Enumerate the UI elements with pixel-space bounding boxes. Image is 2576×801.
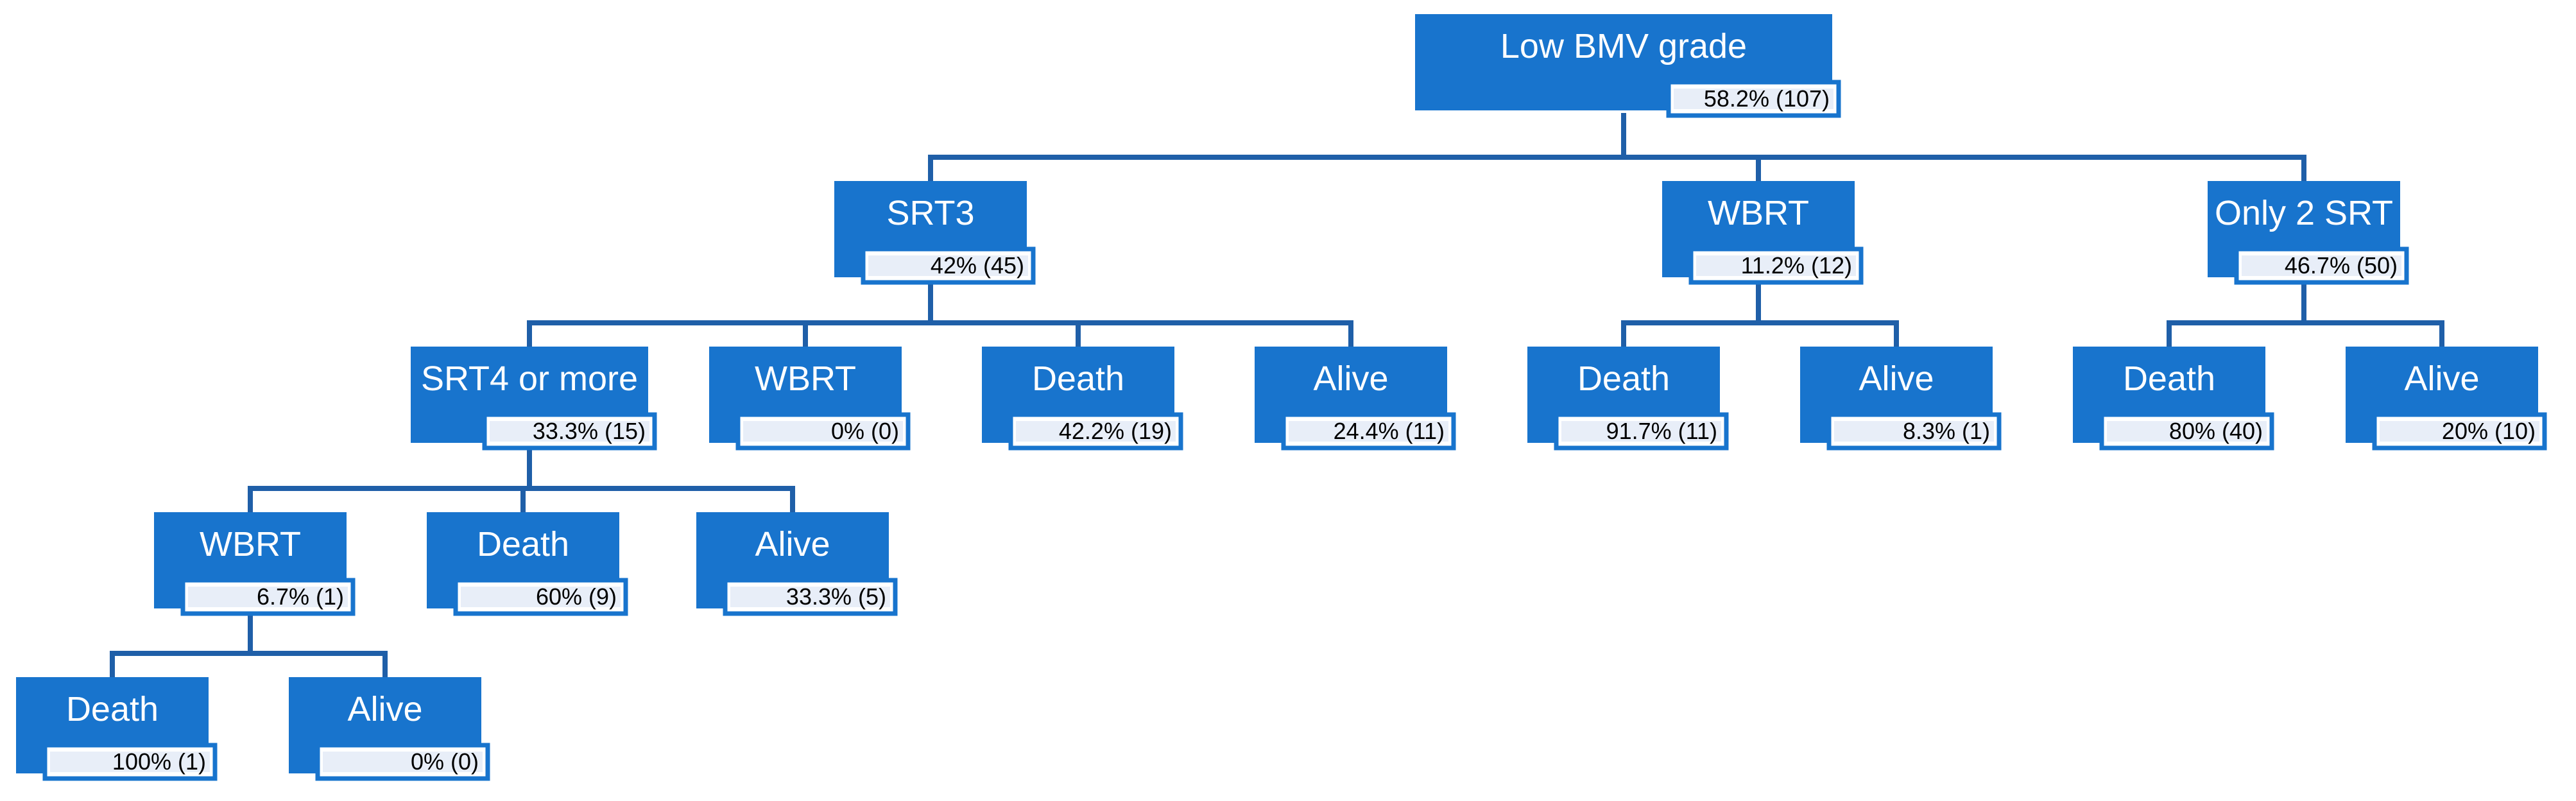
value-badge-fill bbox=[1674, 89, 1833, 109]
value-badge-fill bbox=[743, 421, 903, 442]
value-badge-fill bbox=[323, 752, 483, 772]
value-badge-fill bbox=[1289, 421, 1448, 442]
value-badge-fill bbox=[1561, 421, 1721, 442]
value-badge-fill bbox=[2242, 255, 2401, 276]
tree-node: Death 60% (9) bbox=[427, 512, 628, 616]
node-value: 58.2% (107) bbox=[1704, 85, 1830, 112]
node-label: WBRT bbox=[200, 525, 301, 564]
node-label: Only 2 SRT bbox=[2215, 194, 2393, 232]
value-badge-fill bbox=[1696, 255, 1856, 276]
node-label: Low BMV grade bbox=[1500, 27, 1747, 65]
node-value: 0% (0) bbox=[411, 748, 479, 775]
tree-node: Alive 20% (10) bbox=[2346, 347, 2547, 451]
node-label: WBRT bbox=[1708, 194, 1809, 232]
node-label: Alive bbox=[2404, 359, 2479, 398]
value-badge-fill bbox=[2107, 421, 2267, 442]
node-label: Alive bbox=[1859, 359, 1934, 398]
node-value: 24.4% (11) bbox=[1334, 418, 1445, 444]
node-value: 91.7% (11) bbox=[1606, 418, 1717, 444]
tree-node: Death 91.7% (11) bbox=[1527, 347, 1729, 451]
tree-node: Alive 24.4% (11) bbox=[1255, 347, 1456, 451]
value-badge-fill bbox=[2380, 421, 2539, 442]
node-label: SRT4 or more bbox=[421, 359, 638, 398]
value-badge-fill bbox=[1834, 421, 1994, 442]
node-label: Alive bbox=[347, 690, 422, 728]
connectors bbox=[110, 113, 2444, 680]
node-value: 11.2% (12) bbox=[1741, 252, 1852, 279]
tree-node: Alive 8.3% (1) bbox=[1800, 347, 2002, 451]
node-value: 42.2% (19) bbox=[1059, 418, 1172, 444]
tree-node: Only 2 SRT 46.7% (50) bbox=[2208, 181, 2409, 285]
node-value: 33.3% (15) bbox=[533, 418, 646, 444]
value-badge-fill bbox=[188, 587, 348, 607]
tree-node: Death 100% (1) bbox=[16, 677, 218, 781]
tree-node: Low BMV grade 58.2% (107) bbox=[1415, 14, 1841, 118]
node-label: Alive bbox=[755, 525, 830, 564]
node-label: Death bbox=[1577, 359, 1670, 398]
tree-node: SRT4 or more 33.3% (15) bbox=[411, 347, 657, 451]
node-value: 46.7% (50) bbox=[2285, 252, 2398, 279]
node-value: 60% (9) bbox=[536, 583, 617, 610]
tree-node: Death 42.2% (19) bbox=[982, 347, 1183, 451]
node-value: 6.7% (1) bbox=[257, 583, 344, 610]
node-label: Death bbox=[2123, 359, 2215, 398]
node-value: 20% (10) bbox=[2442, 418, 2536, 444]
value-badge-fill bbox=[868, 255, 1028, 276]
tree-node: Alive 0% (0) bbox=[289, 677, 490, 781]
tree-node: WBRT 0% (0) bbox=[709, 347, 911, 451]
value-badge-fill bbox=[1016, 421, 1176, 442]
tree-node: WBRT 11.2% (12) bbox=[1662, 181, 1864, 285]
node-label: Death bbox=[66, 690, 159, 728]
node-label: Death bbox=[477, 525, 569, 564]
tree-node: Alive 33.3% (5) bbox=[696, 512, 898, 616]
node-value: 33.3% (5) bbox=[786, 583, 886, 610]
tree-node: SRT3 42% (45) bbox=[834, 181, 1036, 285]
value-badge-fill bbox=[730, 587, 890, 607]
value-badge-fill bbox=[461, 587, 621, 607]
node-value: 80% (40) bbox=[2169, 418, 2263, 444]
node-value: 0% (0) bbox=[831, 418, 899, 444]
node-label: SRT3 bbox=[886, 194, 974, 232]
tree-node: Death 80% (40) bbox=[2073, 347, 2274, 451]
tree-nodes: Low BMV grade 58.2% (107) SRT3 42% (45) SRT4… bbox=[16, 14, 2547, 781]
tree-node: WBRT 6.7% (1) bbox=[154, 512, 356, 616]
node-value: 100% (1) bbox=[112, 748, 206, 775]
node-label: Alive bbox=[1313, 359, 1388, 398]
node-label: Death bbox=[1032, 359, 1124, 398]
node-value: 8.3% (1) bbox=[1903, 418, 1990, 444]
value-badge-fill bbox=[50, 752, 210, 772]
node-label: WBRT bbox=[755, 359, 856, 398]
node-value: 42% (45) bbox=[931, 252, 1024, 279]
value-badge-fill bbox=[490, 421, 649, 442]
